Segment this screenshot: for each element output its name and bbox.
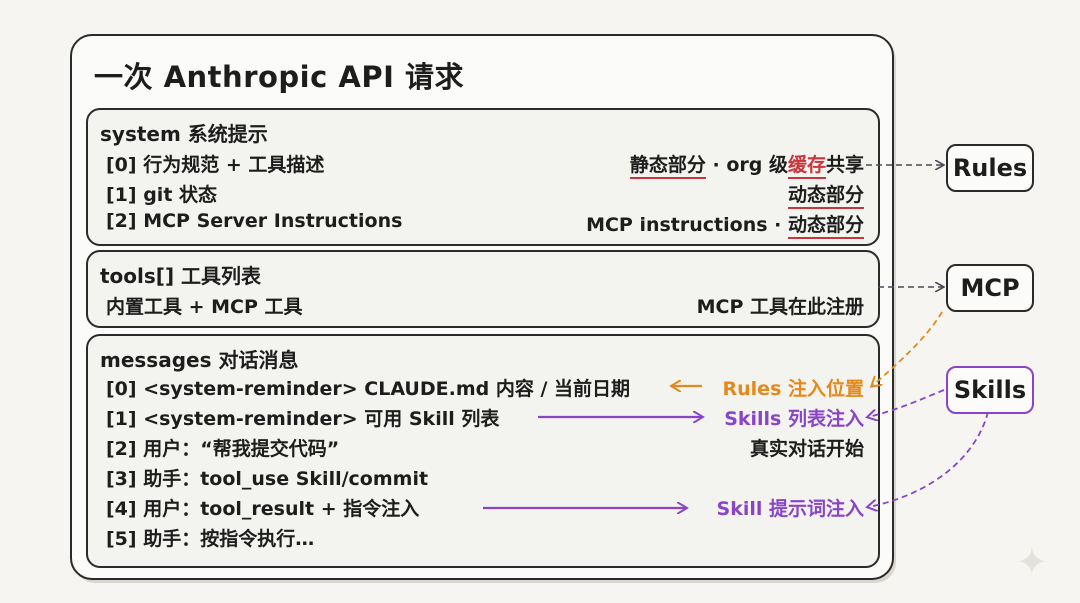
- system-row-2-note: MCP instructions · 动态部分: [586, 210, 864, 239]
- system-row-0-note: 静态部分 · org 级缓存共享: [629, 150, 864, 179]
- system-row-1: [1] git 状态 动态部分: [106, 180, 864, 210]
- system-row-1-note: 动态部分: [787, 180, 864, 209]
- skills-tag: Skills: [946, 366, 1034, 414]
- mcp-tag: MCP: [946, 264, 1034, 312]
- tools-heading: tools[] 工具列表: [100, 264, 262, 288]
- diagram-title: 一次 Anthropic API 请求: [94, 60, 464, 94]
- messages-heading: messages 对话消息: [100, 348, 299, 372]
- message-row-0: [0] <system-reminder> CLAUDE.md 内容 / 当前日…: [106, 374, 864, 404]
- message-row-5-label: [5] 助手：按指令执行…: [106, 528, 315, 550]
- shared-text: 共享: [825, 154, 864, 176]
- rules-tag: Rules: [946, 144, 1034, 192]
- mcp-instructions-text: MCP instructions ·: [586, 214, 788, 236]
- system-row-0: [0] 行为规范 + 工具描述 静态部分 · org 级缓存共享: [106, 150, 864, 180]
- skills-list-injection-note: Skills 列表注入: [724, 408, 864, 430]
- tools-box: tools[] 工具列表 内置工具 + MCP 工具 MCP 工具在此注册: [86, 250, 880, 328]
- message-row-3-label: [3] 助手：tool_use Skill/commit: [106, 468, 429, 490]
- message-row-4-label: [4] 用户：tool_result + 指令注入: [106, 498, 420, 520]
- message-row-2-label: [2] 用户：“帮我提交代码”: [106, 438, 340, 460]
- system-row-0-label: [0] 行为规范 + 工具描述: [106, 154, 325, 176]
- dynamic-part-text: 动态部分: [787, 184, 864, 209]
- system-row-2-label: [2] MCP Server Instructions: [106, 210, 403, 232]
- api-request-container: 一次 Anthropic API 请求 system 系统提示 [0] 行为规范…: [70, 34, 894, 580]
- message-row-0-label: [0] <system-reminder> CLAUDE.md 内容 / 当前日…: [106, 378, 631, 400]
- system-heading: system 系统提示: [100, 122, 268, 146]
- skill-prompt-injection-note: Skill 提示词注入: [716, 498, 864, 520]
- org-level-text: · org 级: [705, 154, 788, 176]
- message-row-3: [3] 助手：tool_use Skill/commit: [106, 464, 864, 494]
- system-row-1-label: [1] git 状态: [106, 184, 218, 206]
- static-part-text: 静态部分: [629, 154, 706, 179]
- cache-text: 缓存: [787, 154, 826, 179]
- sparkle-icon: ✦: [1016, 540, 1048, 584]
- tools-row-label: 内置工具 + MCP 工具: [106, 296, 303, 318]
- message-row-4: [4] 用户：tool_result + 指令注入 Skill 提示词注入: [106, 494, 864, 524]
- message-row-1: [1] <system-reminder> 可用 Skill 列表 Skills…: [106, 404, 864, 434]
- rules-injection-note: Rules 注入位置: [722, 378, 864, 400]
- message-row-2: [2] 用户：“帮我提交代码” 真实对话开始: [106, 434, 864, 464]
- dynamic-part-text-2: 动态部分: [787, 214, 864, 239]
- real-conversation-note: 真实对话开始: [749, 438, 864, 460]
- tools-row-note: MCP 工具在此注册: [696, 296, 864, 318]
- tools-row: 内置工具 + MCP 工具 MCP 工具在此注册: [106, 292, 864, 322]
- message-row-1-label: [1] <system-reminder> 可用 Skill 列表: [106, 408, 500, 430]
- messages-box: messages 对话消息 [0] <system-reminder> CLAU…: [86, 334, 880, 568]
- system-prompt-box: system 系统提示 [0] 行为规范 + 工具描述 静态部分 · org 级…: [86, 108, 880, 246]
- system-row-2: [2] MCP Server Instructions MCP instruct…: [106, 210, 864, 240]
- message-row-5: [5] 助手：按指令执行…: [106, 524, 864, 554]
